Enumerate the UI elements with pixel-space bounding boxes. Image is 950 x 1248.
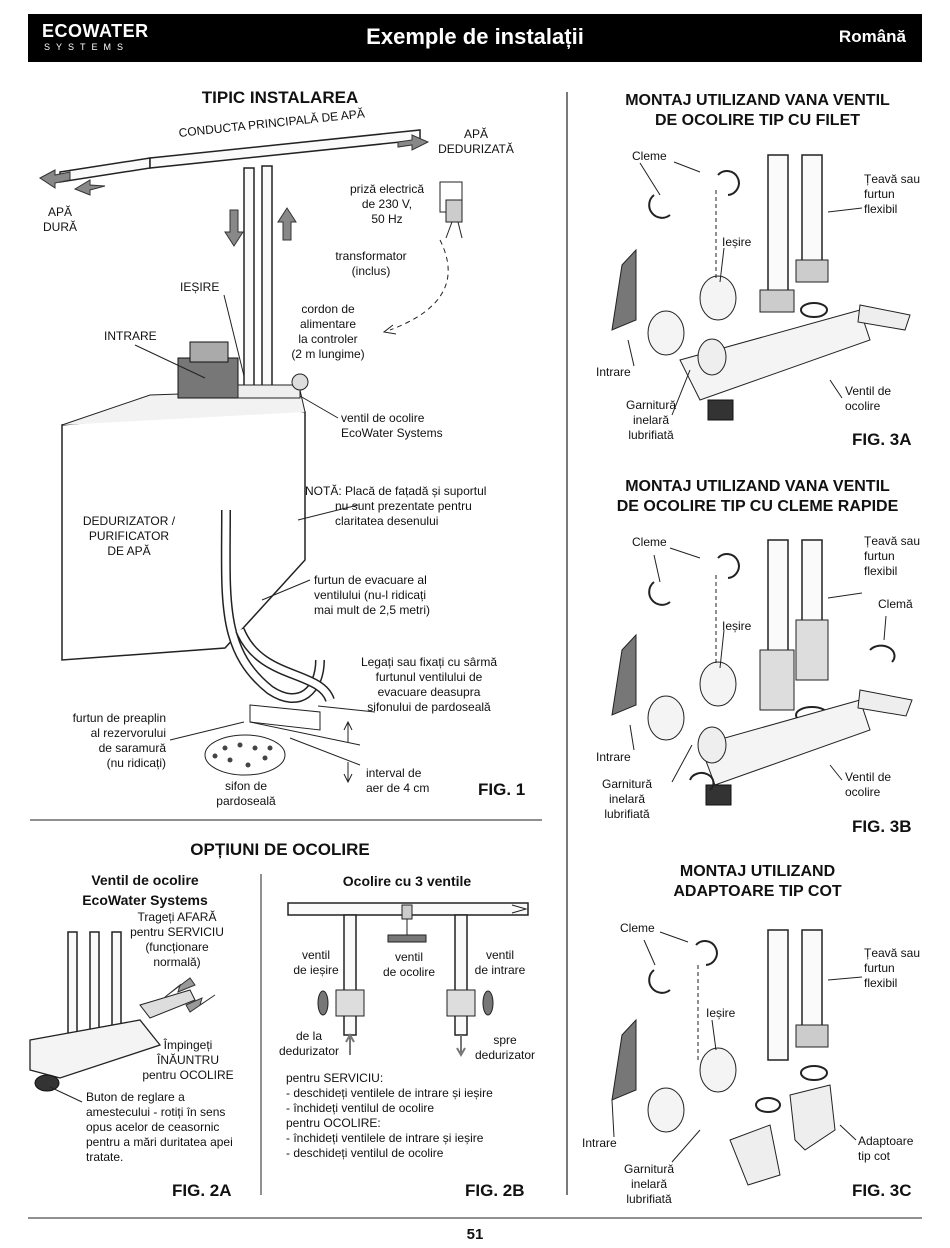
fig2-title: OPȚIUNI DE OCOLIRE: [190, 840, 370, 859]
out-valve-label: ventil de ieșire: [293, 948, 339, 977]
fig3b-bypass-label: Ventil de ocolire: [845, 770, 892, 799]
soft-water-label: APĂ DEDURIZATĂ: [438, 127, 514, 156]
fig3a-pipe-label: Țeavă sau furtun flexibil: [864, 172, 921, 216]
fig3b-input-label: Intrare: [596, 750, 631, 764]
fig2b-label: FIG. 2B: [465, 1181, 525, 1200]
fig3b-drawing: [611, 539, 913, 806]
fig2a-drawing: [29, 931, 216, 1103]
fig1-title: TIPIC INSTALAREA: [201, 88, 359, 107]
page-header: ECOWATER SYSTEMS Exemple de instalații R…: [28, 14, 922, 62]
air-gap-label: interval de aer de 4 cm: [366, 766, 430, 795]
brand-logo: ECOWATER: [42, 21, 149, 41]
fig3b-pipe-label: Țeavă sau furtun flexibil: [864, 534, 921, 578]
fig3a-drawing: [611, 154, 911, 421]
overflow-hose-label: furtun de preaplin al rezervorului de sa…: [72, 711, 166, 770]
fig3a-bypass-label: Ventil de ocolire: [845, 384, 892, 413]
fig3c-clips-label: Cleme: [620, 921, 655, 935]
fig1-drawing: [39, 129, 463, 784]
in-valve-label: ventil de intrare: [474, 948, 526, 977]
bypass-valve-label: ventil de ocolire EcoWater Systems: [341, 411, 443, 440]
fig2b-drawing: [287, 902, 529, 1058]
fig3c-input-label: Intrare: [582, 1136, 617, 1150]
fig3b-oring-label: Garnitură inelară lubrifiată: [601, 777, 653, 821]
fig3b-title: MONTAJ UTILIZAND VANA VENTIL DE OCOLIRE …: [616, 478, 899, 515]
note-label: NOTĂ: Placă de fațadă și suportul nu sun…: [305, 484, 487, 528]
fig1-label: FIG. 1: [478, 780, 526, 799]
page-number: 51: [466, 1226, 484, 1243]
fig3a-title: MONTAJ UTILIZAND VANA VENTIL DE OCOLIRE …: [625, 92, 890, 129]
language-label: Română: [838, 27, 906, 46]
pull-out-label: Trageți AFARĂ pentru SERVICIU (funcționa…: [130, 910, 224, 969]
transformer-label: transformator (inclus): [335, 249, 407, 278]
fig3c-adapters-label: Adaptoare tip cot: [858, 1134, 914, 1163]
from-softener-label: de la dedurizator: [278, 1029, 340, 1058]
fig2a-title: Ventil de ocolire EcoWater Systems: [82, 872, 208, 908]
fig3c-output-label: Ieșire: [706, 1006, 736, 1020]
fig3b-label: FIG. 3B: [852, 817, 912, 836]
page-title: Exemple de instalații: [366, 24, 584, 49]
fig3b-clips-label: Cleme: [632, 535, 667, 549]
fig2a-label: FIG. 2A: [172, 1181, 232, 1200]
bypass-instructions: pentru SERVICIU: - deschideți ventilele …: [286, 1071, 493, 1160]
fig3c-label: FIG. 3C: [852, 1181, 912, 1200]
to-softener-label: spre dedurizator: [474, 1033, 536, 1062]
input-label: INTRARE: [104, 329, 157, 343]
fig3c-drawing: [611, 929, 863, 1186]
fig2b-title: Ocolire cu 3 ventile: [342, 873, 472, 889]
fig3b-output-label: Ieșire: [722, 619, 752, 633]
fig3c-pipe-label: Țeavă sau furtun flexibil: [864, 946, 921, 990]
fig3b-clip-label: Clemă: [878, 597, 913, 611]
fig3a-oring-label: Garnitură inelară lubrifiată: [625, 398, 677, 442]
fig3a-input-label: Intrare: [596, 365, 631, 379]
fig3a-output-label: Ieșire: [722, 235, 752, 249]
push-in-label: Împingeți ÎNĂUNTRU pentru OCOLIRE: [142, 1038, 234, 1082]
bypass-valve-2b-label: ventil de ocolire: [382, 950, 436, 979]
softener-label: DEDURIZATOR / PURIFICATOR DE APĂ: [82, 514, 176, 558]
fig3c-title: MONTAJ UTILIZAND ADAPTOARE TIP COT: [673, 863, 842, 900]
drain-hose-label: furtun de evacuare al ventilului (nu-l r…: [314, 573, 431, 617]
fig3a-label: FIG. 3A: [852, 430, 912, 449]
fig3c-oring-label: Garnitură inelară lubrifiată: [623, 1162, 675, 1206]
outlet-socket-label: priză electrică de 230 V, 50 Hz: [349, 182, 425, 226]
hard-water-label: APĂ DURĂ: [42, 205, 77, 234]
brand-logo-sub: SYSTEMS: [44, 42, 130, 52]
blend-knob-label: Buton de reglare a amestecului - rotiți …: [86, 1090, 233, 1164]
fig3a-clips-label: Cleme: [632, 149, 667, 163]
tie-hose-label: Legați sau fixați cu sârmă furtunul vent…: [360, 655, 498, 714]
floor-drain-label: sifon de pardoseală: [216, 779, 276, 808]
power-cord-label: cordon de alimentare la controler (2 m l…: [291, 302, 365, 361]
output-label: IEȘIRE: [180, 280, 220, 294]
